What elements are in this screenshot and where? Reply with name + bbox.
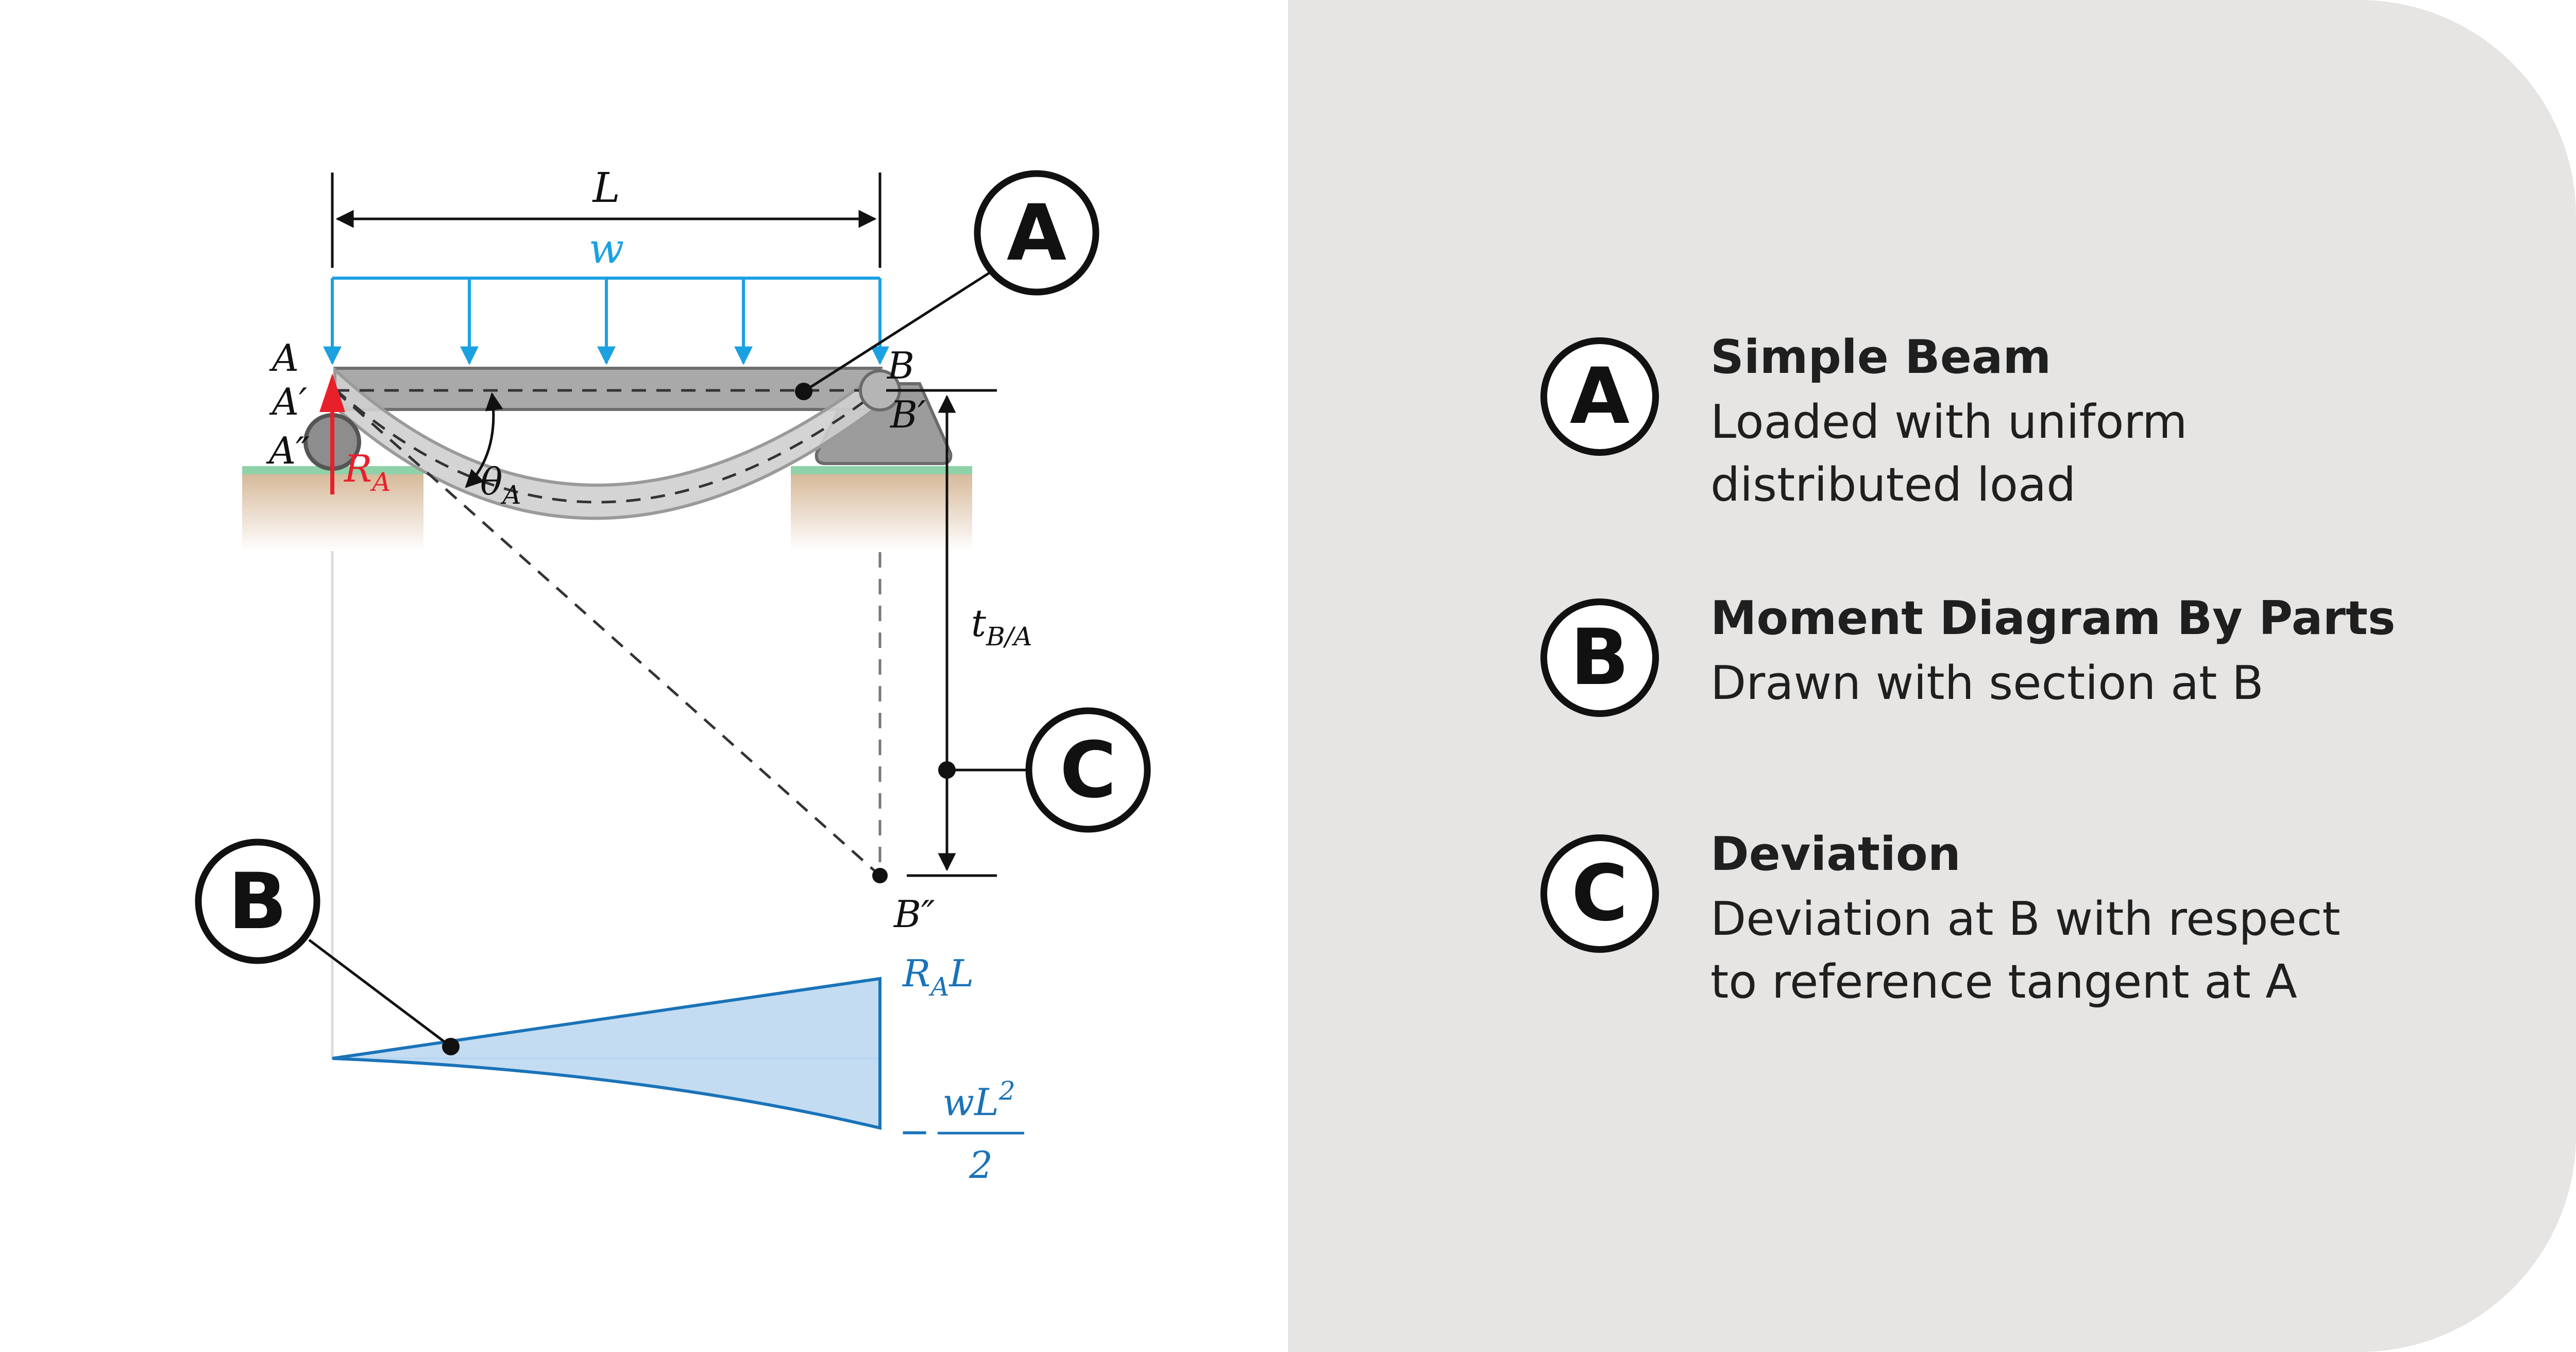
point-a-label: A	[269, 336, 299, 380]
load-arrows	[323, 278, 889, 365]
ground-right	[791, 466, 972, 474]
callout-b-letter: B	[228, 857, 287, 947]
tangent-line-a	[334, 389, 881, 877]
moment-outline	[332, 977, 882, 1130]
legend-badge-b: B	[1540, 598, 1659, 717]
callout-b-leader	[308, 939, 452, 1048]
reaction-label: RA	[343, 447, 391, 497]
legend-panel: A Simple Beam Loaded with uniform distri…	[1288, 0, 2576, 1352]
moment-negative-sign: −	[899, 1110, 930, 1153]
callout-b-dot	[442, 1038, 460, 1055]
moment-positive-label: RAL	[902, 952, 974, 1002]
deviation-label: tB/A	[971, 602, 1032, 652]
legend-desc: to reference tangent at A	[1710, 955, 2297, 1009]
callout-a-letter: A	[1007, 189, 1066, 278]
point-b-prime-label: B′	[889, 393, 926, 436]
slope-angle-arc	[465, 392, 503, 488]
legend-badge-a: A	[1540, 337, 1659, 456]
point-b-label: B	[886, 344, 914, 387]
callout-a-badge	[974, 170, 1099, 296]
callout-c-dot	[938, 761, 956, 779]
callout-a-leader	[803, 271, 990, 393]
callout-a-dot	[795, 383, 812, 400]
point-a-prime-label: A′	[269, 380, 307, 423]
moment-negative-area	[332, 1058, 880, 1128]
span-label: L	[591, 164, 620, 212]
legend-desc: Loaded with uniform	[1710, 395, 2188, 449]
elastic-curve	[334, 388, 882, 504]
soil-right	[791, 474, 972, 551]
point-a-double-prime-label: A″	[266, 429, 310, 472]
legend-desc: Deviation at B with respect	[1710, 892, 2341, 946]
legend-title: Moment Diagram By Parts	[1710, 591, 2396, 645]
callout-c-letter: C	[1060, 726, 1116, 815]
legend-title: Deviation	[1710, 827, 1961, 881]
b-double-prime-point	[872, 868, 888, 883]
legend-desc: Drawn with section at B	[1710, 656, 2264, 710]
legend-title: Simple Beam	[1710, 330, 2052, 384]
beam-undeformed	[333, 367, 883, 411]
slope-angle-label: θA	[480, 460, 521, 510]
point-b-double-prime-label: B″	[893, 893, 935, 936]
moment-negative-denominator: 2	[969, 1143, 993, 1187]
beam-diagram: A B C L w A A′ A″ B B′ B″ RA θA tB/A RAL…	[195, 164, 1151, 1187]
callout-c-badge	[1025, 707, 1151, 833]
load-label: w	[589, 225, 624, 272]
moment-negative-numerator: wL2	[942, 1076, 1015, 1124]
legend-badge-c: C	[1540, 834, 1659, 953]
legend-desc: distributed load	[1710, 458, 2076, 512]
reaction-arrowhead	[319, 373, 345, 412]
callout-b-badge	[195, 838, 320, 964]
